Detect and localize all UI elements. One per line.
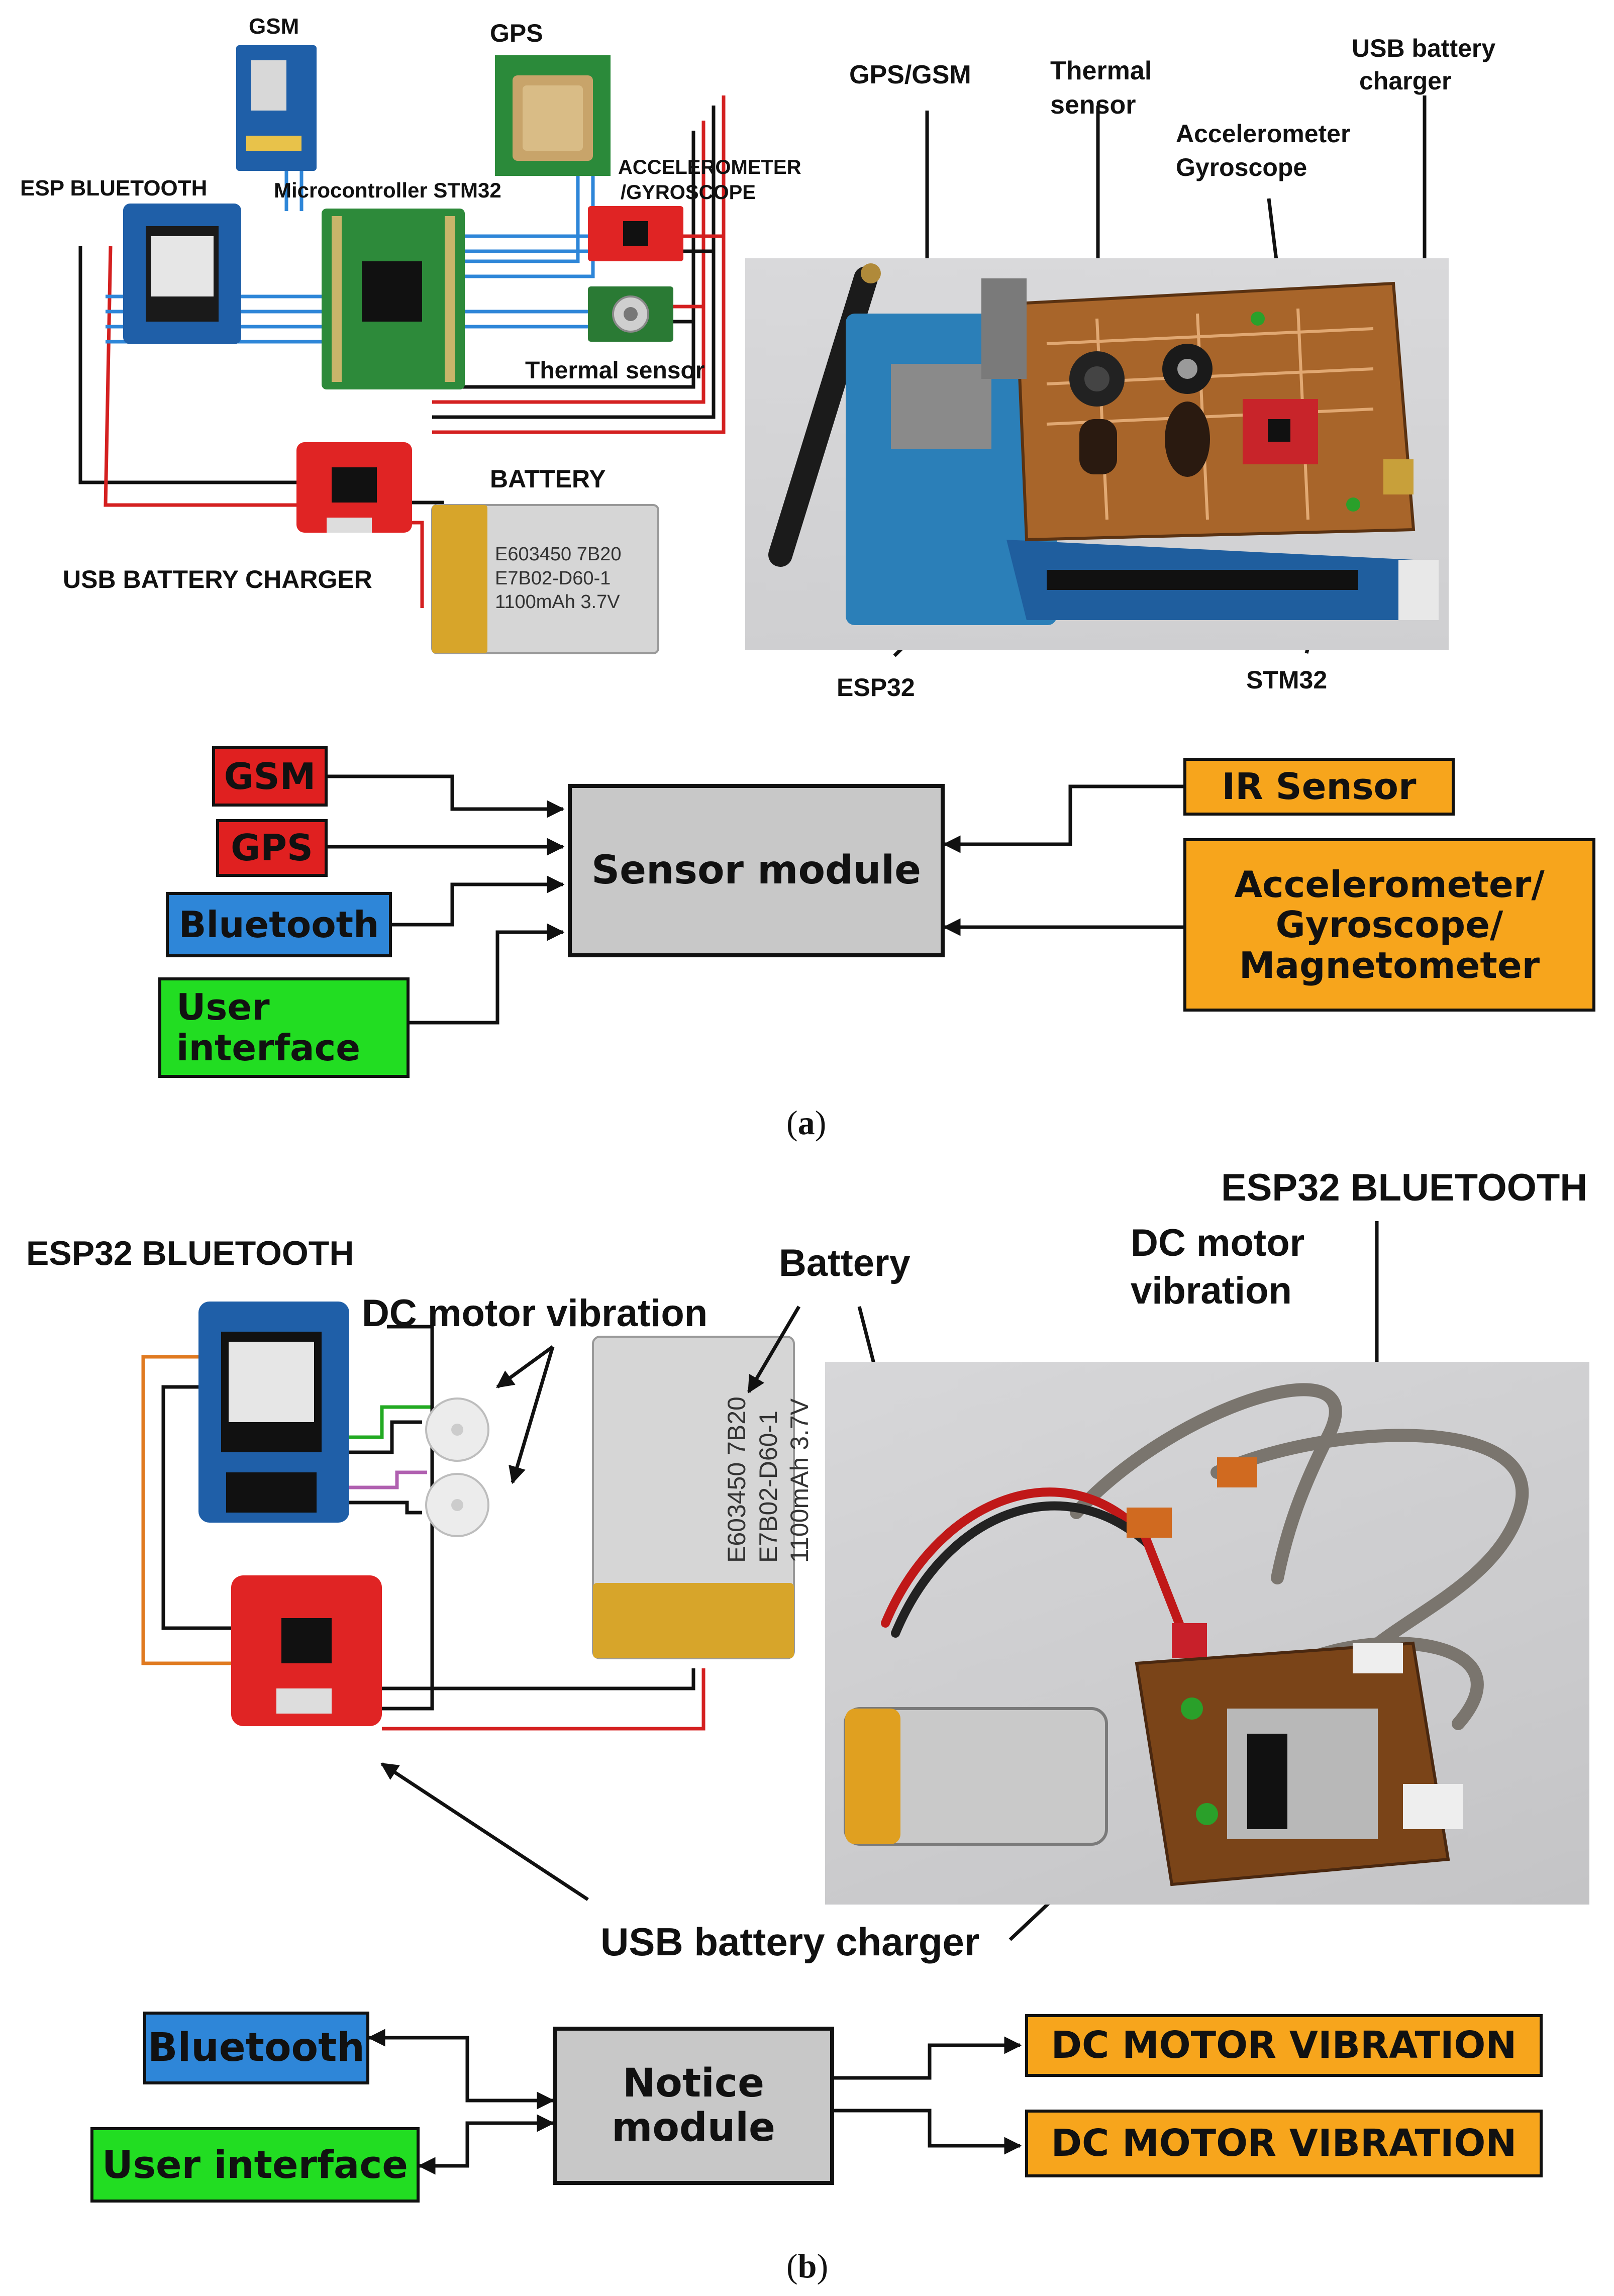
battery-b-text-1: E603450 7B20 [723, 1396, 751, 1563]
battery-b-text: E603450 7B20 E7B02-D60-1 1100mAh 3.7V [721, 1396, 816, 1563]
label-b-photo-dc-2: vibration [1131, 1269, 1292, 1312]
label-esp-bluetooth: ESP BLUETOOTH [20, 176, 208, 201]
block-b-motor-2: DC MOTOR VIBRATION [1025, 2110, 1543, 2177]
label-accelerometer-line1: ACCELEROMETER [618, 156, 801, 178]
caption-a-letter: a [797, 1104, 815, 1142]
label-accelerometer-line2: /GYROSCOPE [621, 181, 756, 204]
block-gsm: GSM [212, 746, 328, 807]
photo-a-drawing [768, 263, 1439, 625]
label-battery: BATTERY [490, 465, 606, 493]
block-b-bluetooth: Bluetooth [143, 2012, 369, 2084]
caption-b: (b) [786, 2247, 829, 2285]
block-notice-module-line2: module [612, 2105, 775, 2150]
photo-b [825, 1362, 1589, 1905]
label-b-dc-motor: DC motor vibration [362, 1292, 708, 1335]
label-b-battery: Battery [779, 1242, 911, 1284]
label-photo-esp32: ESP32 [837, 673, 915, 702]
label-photo-usb-1: USB battery [1352, 34, 1496, 62]
block-user-interface-line1: User [176, 986, 270, 1029]
battery-a-text-1: E603450 7B20 [495, 544, 622, 565]
label-b-photo-dc-1: DC motor [1131, 1222, 1305, 1264]
battery-a-text-3: 1100mAh 3.7V [495, 591, 620, 613]
block-diagram-a-connectors [328, 774, 1183, 1025]
block-sensor-module: Sensor module [568, 784, 945, 957]
label-gps-gsm: GPS/GSM [849, 60, 971, 89]
label-usb-battery-charger: USB BATTERY CHARGER [63, 565, 372, 593]
label-b-esp32-bluetooth: ESP32 BLUETOOTH [26, 1234, 354, 1272]
block-ir-sensor: IR Sensor [1183, 758, 1455, 816]
schematic-b [141, 1302, 795, 1731]
label-photo-accel-1: Accelerometer [1176, 120, 1351, 148]
battery-b-text-3: 1100mAh 3.7V [785, 1398, 814, 1563]
block-accelerometer-line2: Gyroscope/ [1275, 904, 1503, 946]
label-photo-thermal-1: Thermal [1050, 56, 1152, 85]
block-diagram-b-connectors [367, 2029, 1022, 2175]
block-accelerometer: Accelerometer/ Gyroscope/ Magnetometer [1183, 838, 1595, 1012]
caption-b-letter: b [797, 2247, 817, 2285]
battery-a-text-2: E7B02-D60-1 [495, 567, 611, 589]
schematic-a [78, 45, 726, 654]
label-gps: GPS [490, 19, 543, 47]
block-accelerometer-line1: Accelerometer/ [1234, 863, 1545, 906]
label-photo-accel-2: Gyroscope [1176, 153, 1307, 181]
label-b-photo-esp32-bluetooth: ESP32 BLUETOOTH [1221, 1166, 1588, 1209]
battery-a-text: E603450 7B20 E7B02-D60-1 1100mAh 3.7V [495, 543, 621, 615]
label-photo-usb-2: charger [1359, 67, 1452, 95]
label-thermal-sensor: Thermal sensor [525, 357, 705, 384]
block-gps: GPS [216, 819, 328, 877]
block-accelerometer-line3: Magnetometer [1239, 944, 1540, 986]
block-user-interface: User interface [158, 977, 410, 1078]
label-photo-thermal-2: sensor [1050, 90, 1136, 120]
caption-a: (a) [786, 1104, 827, 1142]
label-photo-stm32: STM32 [1246, 666, 1328, 694]
block-notice-module-line1: Notice [622, 2061, 765, 2107]
label-microcontroller: Microcontroller STM32 [274, 178, 501, 202]
photo-b-drawing [844, 1383, 1529, 1886]
block-bluetooth: Bluetooth [166, 892, 392, 957]
battery-b-text-2: E7B02-D60-1 [754, 1411, 782, 1563]
block-b-motor-1: DC MOTOR VIBRATION [1025, 2014, 1543, 2077]
block-user-interface-line2: interface [176, 1027, 361, 1069]
photo-a [745, 258, 1449, 650]
label-gsm: GSM [249, 14, 299, 39]
block-b-user-interface: User interface [90, 2127, 420, 2203]
label-b-usb-battery-charger: USB battery charger [600, 1920, 980, 1964]
block-notice-module: Notice module [553, 2027, 834, 2185]
